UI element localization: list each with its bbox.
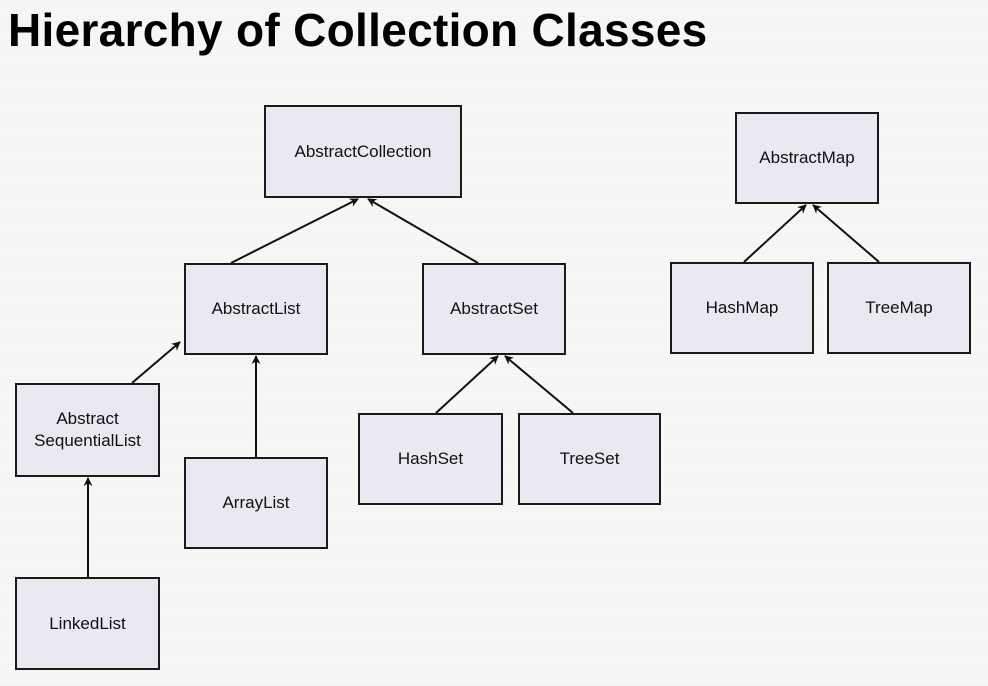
node-abstractset: AbstractSet: [422, 263, 566, 355]
node-linkedlist: LinkedList: [15, 577, 160, 670]
node-label: HashSet: [397, 449, 464, 468]
node-label: Abstract SequentialList: [34, 409, 141, 450]
node-label: HashMap: [705, 298, 779, 317]
arrow-treemap-to-abstractmap: [812, 204, 880, 263]
arrow-abstractsequentiallist-to-abstractlist: [131, 341, 181, 384]
node-label: TreeMap: [865, 298, 933, 317]
arrow-hashmap-to-abstractmap: [743, 204, 807, 263]
node-abstractsequentiallist: Abstract SequentialList: [15, 383, 160, 477]
node-label: AbstractMap: [759, 148, 855, 167]
node-label: AbstractList: [211, 299, 301, 318]
node-label: TreeSet: [559, 449, 620, 468]
arrow-hashset-to-abstractset: [435, 355, 499, 414]
node-label: ArrayList: [222, 493, 290, 512]
node-arraylist: ArrayList: [184, 457, 328, 549]
arrow-abstractset-to-abstractcollection: [367, 198, 479, 264]
diagram-title: Hierarchy of Collection Classes: [8, 4, 708, 56]
node-label: LinkedList: [49, 613, 126, 633]
node-hashset: HashSet: [358, 413, 503, 505]
node-abstractlist: AbstractList: [184, 263, 328, 355]
arrow-abstractlist-to-abstractcollection: [230, 198, 359, 264]
node-label: AbstractCollection: [294, 141, 432, 161]
node-abstractcollection: AbstractCollection: [264, 105, 462, 198]
node-label: AbstractSet: [450, 299, 538, 318]
arrow-treeset-to-abstractset: [504, 355, 574, 414]
node-treemap: TreeMap: [827, 262, 971, 354]
node-hashmap: HashMap: [670, 262, 814, 354]
node-treeset: TreeSet: [518, 413, 661, 505]
node-abstractmap: AbstractMap: [735, 112, 879, 204]
